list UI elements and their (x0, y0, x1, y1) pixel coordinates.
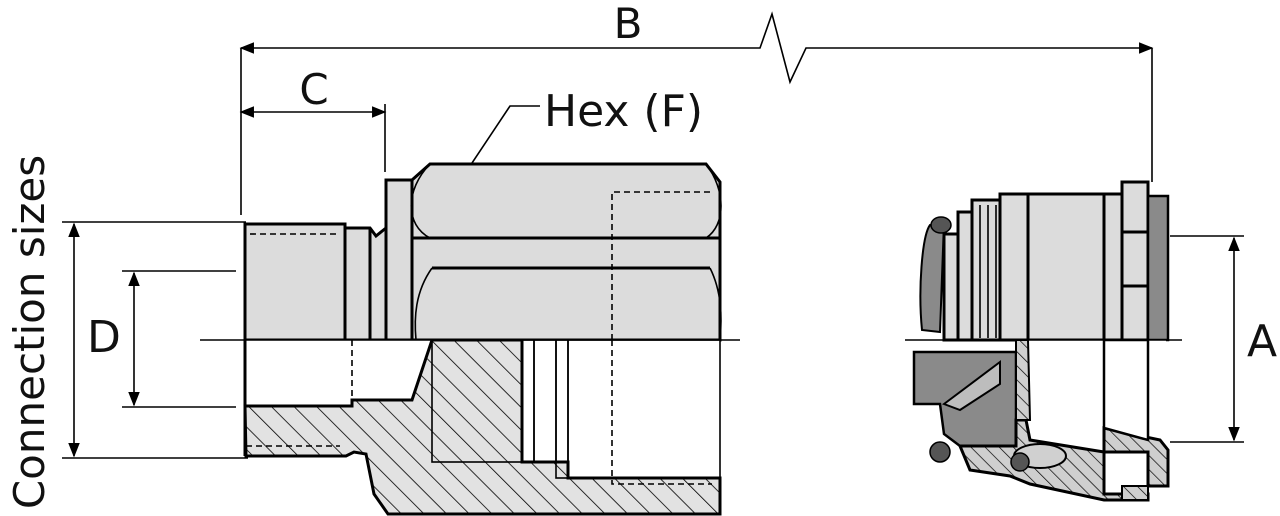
dimension-connection: Connection sizes (5, 155, 248, 509)
dimension-b: B (239, 0, 1154, 215)
dim-a-label: A (1247, 316, 1277, 367)
left-fitting-section (243, 338, 722, 516)
dimension-a: A (1170, 235, 1277, 443)
dim-b-label: B (614, 0, 643, 48)
dimension-d: D (87, 270, 236, 408)
right-fitting (912, 180, 1170, 502)
dim-c-label: C (299, 65, 328, 114)
hex-callout: Hex (F) (450, 86, 703, 194)
dimension-c: C (239, 65, 387, 172)
dim-d-label: D (87, 312, 121, 363)
left-fitting-outer (243, 162, 722, 342)
hex-label: Hex (F) (544, 86, 703, 137)
connection-sizes-label: Connection sizes (5, 155, 54, 509)
